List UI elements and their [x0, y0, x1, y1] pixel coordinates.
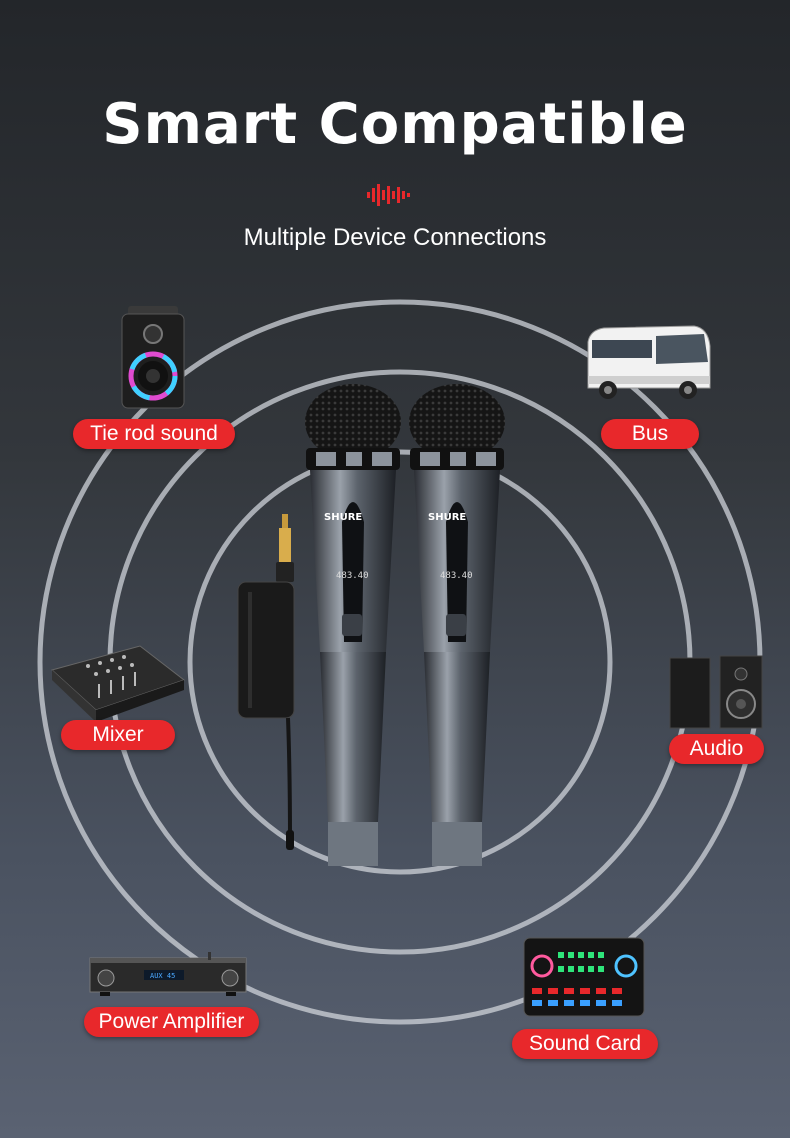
- label-tie-rod-sound: Tie rod sound: [73, 419, 235, 449]
- label-audio: Audio: [669, 734, 764, 764]
- label-power-amplifier: Power Amplifier: [84, 1007, 259, 1037]
- label-bus: Bus: [601, 419, 699, 449]
- mixer-icon: [50, 645, 186, 722]
- mic-brand-text: SHURE: [428, 512, 466, 523]
- wireless-receiver-icon: [237, 514, 295, 850]
- mic-display-text: 483.40: [336, 571, 369, 581]
- sound-card-icon: [523, 937, 645, 1017]
- page-subtitle: Multiple Device Connections: [243, 224, 547, 251]
- microphone-left-icon: SHURE 483.40: [305, 384, 401, 866]
- microphone-right-icon: SHURE 483.40: [409, 384, 505, 866]
- svg-text:AUX 45: AUX 45: [150, 972, 175, 980]
- page-title: Smart Compatible: [102, 92, 688, 157]
- sound-wave-icon: [367, 184, 410, 206]
- bookshelf-speakers-icon: [669, 655, 763, 729]
- bus-icon: [587, 325, 711, 399]
- mic-display-text: 483.40: [440, 571, 473, 581]
- amplifier-icon: AUX 45: [89, 952, 247, 996]
- label-mixer: Mixer: [61, 720, 175, 750]
- speaker-icon: [121, 306, 185, 409]
- label-sound-card: Sound Card: [512, 1029, 658, 1059]
- mic-brand-text: SHURE: [324, 512, 362, 523]
